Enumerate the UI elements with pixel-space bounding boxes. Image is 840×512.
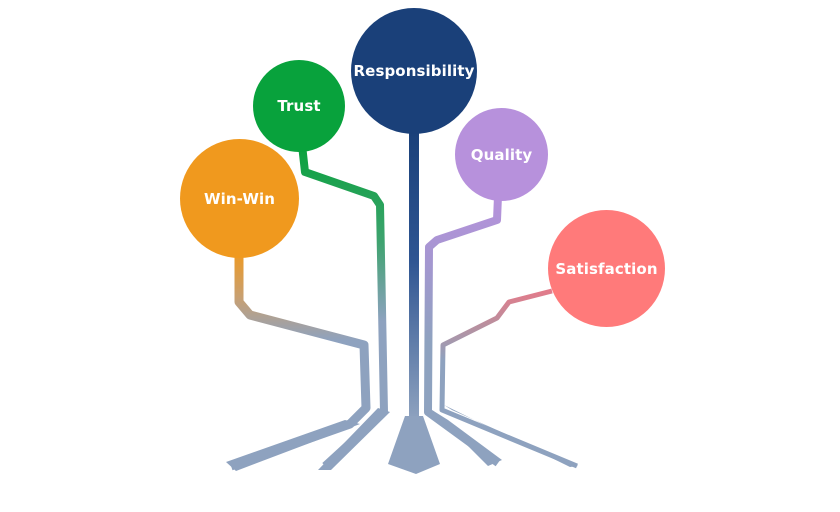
branch-winwin xyxy=(229,250,371,471)
responsibility-label: Responsibility xyxy=(353,62,475,80)
branch-quality xyxy=(424,195,502,467)
root-trust xyxy=(318,408,390,470)
winwin-node: Win-Win xyxy=(180,139,299,258)
trunk-responsibility xyxy=(409,128,419,420)
quality-node: Quality xyxy=(455,108,548,201)
root-responsibility xyxy=(388,416,440,474)
quality-label: Quality xyxy=(470,145,533,164)
satisfaction-label: Satisfaction xyxy=(555,259,658,278)
root-winwin xyxy=(226,420,360,471)
winwin-label: Win-Win xyxy=(204,189,275,208)
satisfaction-node: Satisfaction xyxy=(548,210,665,327)
responsibility-node: Responsibility xyxy=(351,8,477,134)
root-satisfaction xyxy=(444,405,578,467)
branch-satisfaction xyxy=(439,288,578,469)
trust-node: Trust xyxy=(253,60,345,152)
trust-label: Trust xyxy=(277,97,321,115)
root-quality xyxy=(432,410,502,466)
